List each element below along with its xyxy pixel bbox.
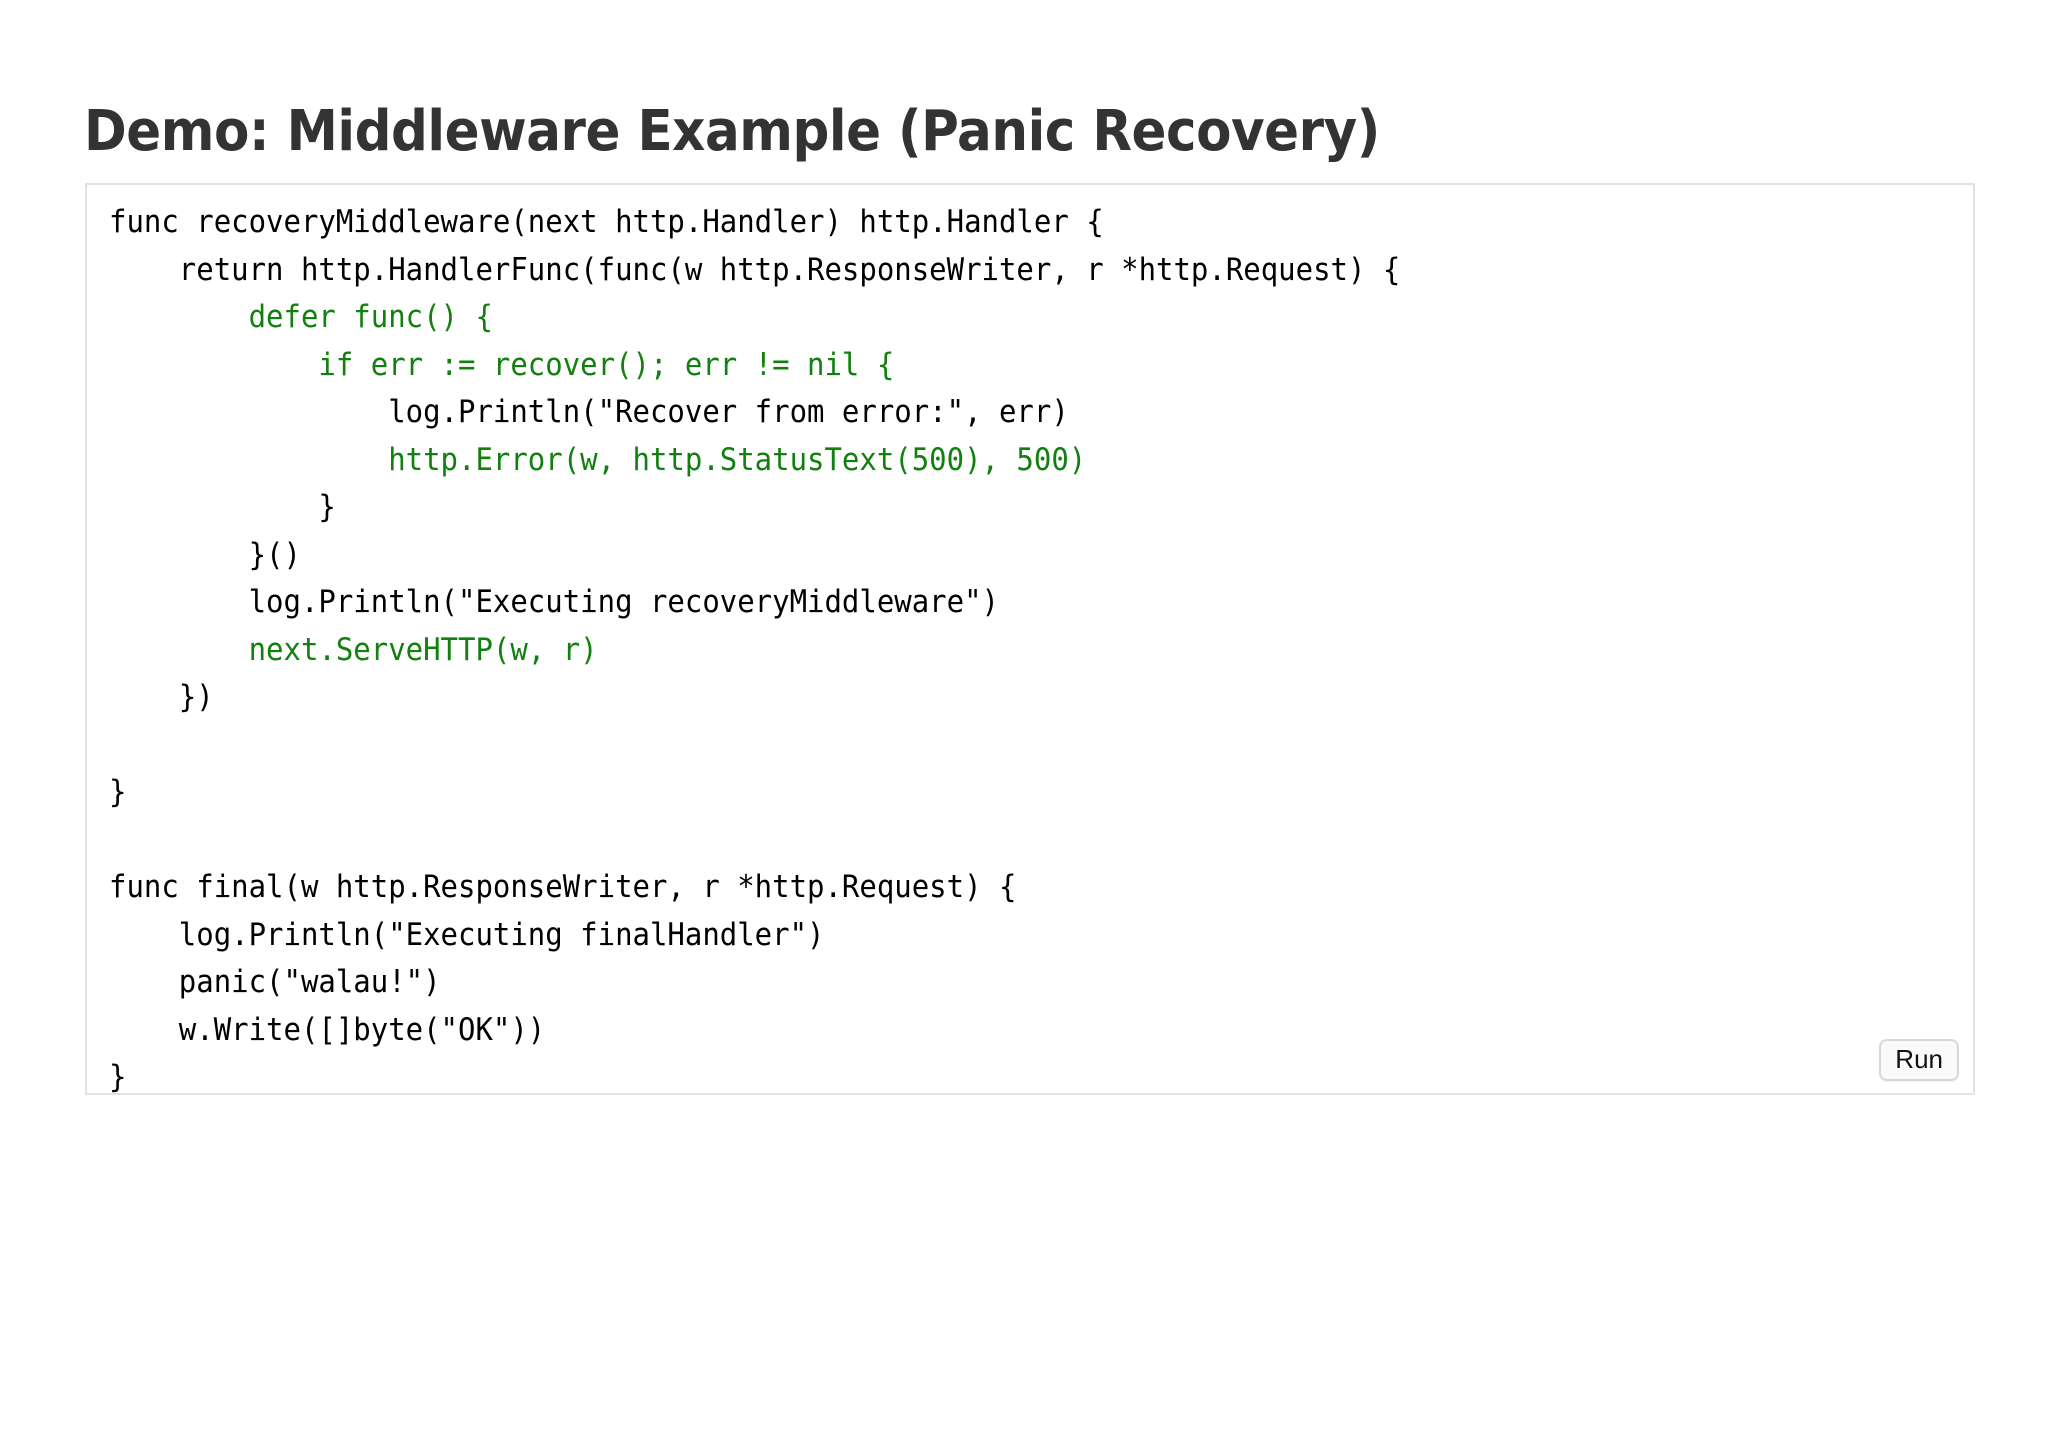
code-line: return http.HandlerFunc(func(w http.Resp… xyxy=(109,251,1401,288)
run-button[interactable]: Run xyxy=(1879,1038,1959,1081)
code-line: func recoveryMiddleware(next http.Handle… xyxy=(109,204,1104,240)
code-line: if err := recover(); err != nil { xyxy=(109,346,895,383)
code-line: log.Println("Recover from error:", err) xyxy=(109,394,1069,430)
code-line xyxy=(109,817,1842,865)
code-line: defer func() { xyxy=(109,299,493,335)
code-line: w.Write([]byte("OK")) xyxy=(109,1011,546,1048)
code-line: }() xyxy=(109,536,301,573)
code-block-frame: func recoveryMiddleware(next http.Handle… xyxy=(85,183,1975,1095)
code-line: log.Println("Executing finalHandler") xyxy=(109,916,825,953)
page-title: Demo: Middleware Example (Panic Recovery… xyxy=(84,98,1380,164)
code-line xyxy=(109,722,1842,770)
code-line: } xyxy=(109,774,127,810)
code-line: } xyxy=(109,1059,127,1095)
code-line: http.Error(w, http.StatusText(500), 500) xyxy=(109,441,1087,478)
code-line: panic("walau!") xyxy=(109,964,441,1000)
code-line: log.Println("Executing recoveryMiddlewar… xyxy=(109,584,999,620)
code-line: }) xyxy=(109,679,214,715)
code-listing[interactable]: func recoveryMiddleware(next http.Handle… xyxy=(109,199,1842,1102)
code-line: } xyxy=(109,489,336,525)
code-line: next.ServeHTTP(w, r) xyxy=(109,631,598,668)
code-line: func final(w http.ResponseWriter, r *htt… xyxy=(109,869,1017,905)
